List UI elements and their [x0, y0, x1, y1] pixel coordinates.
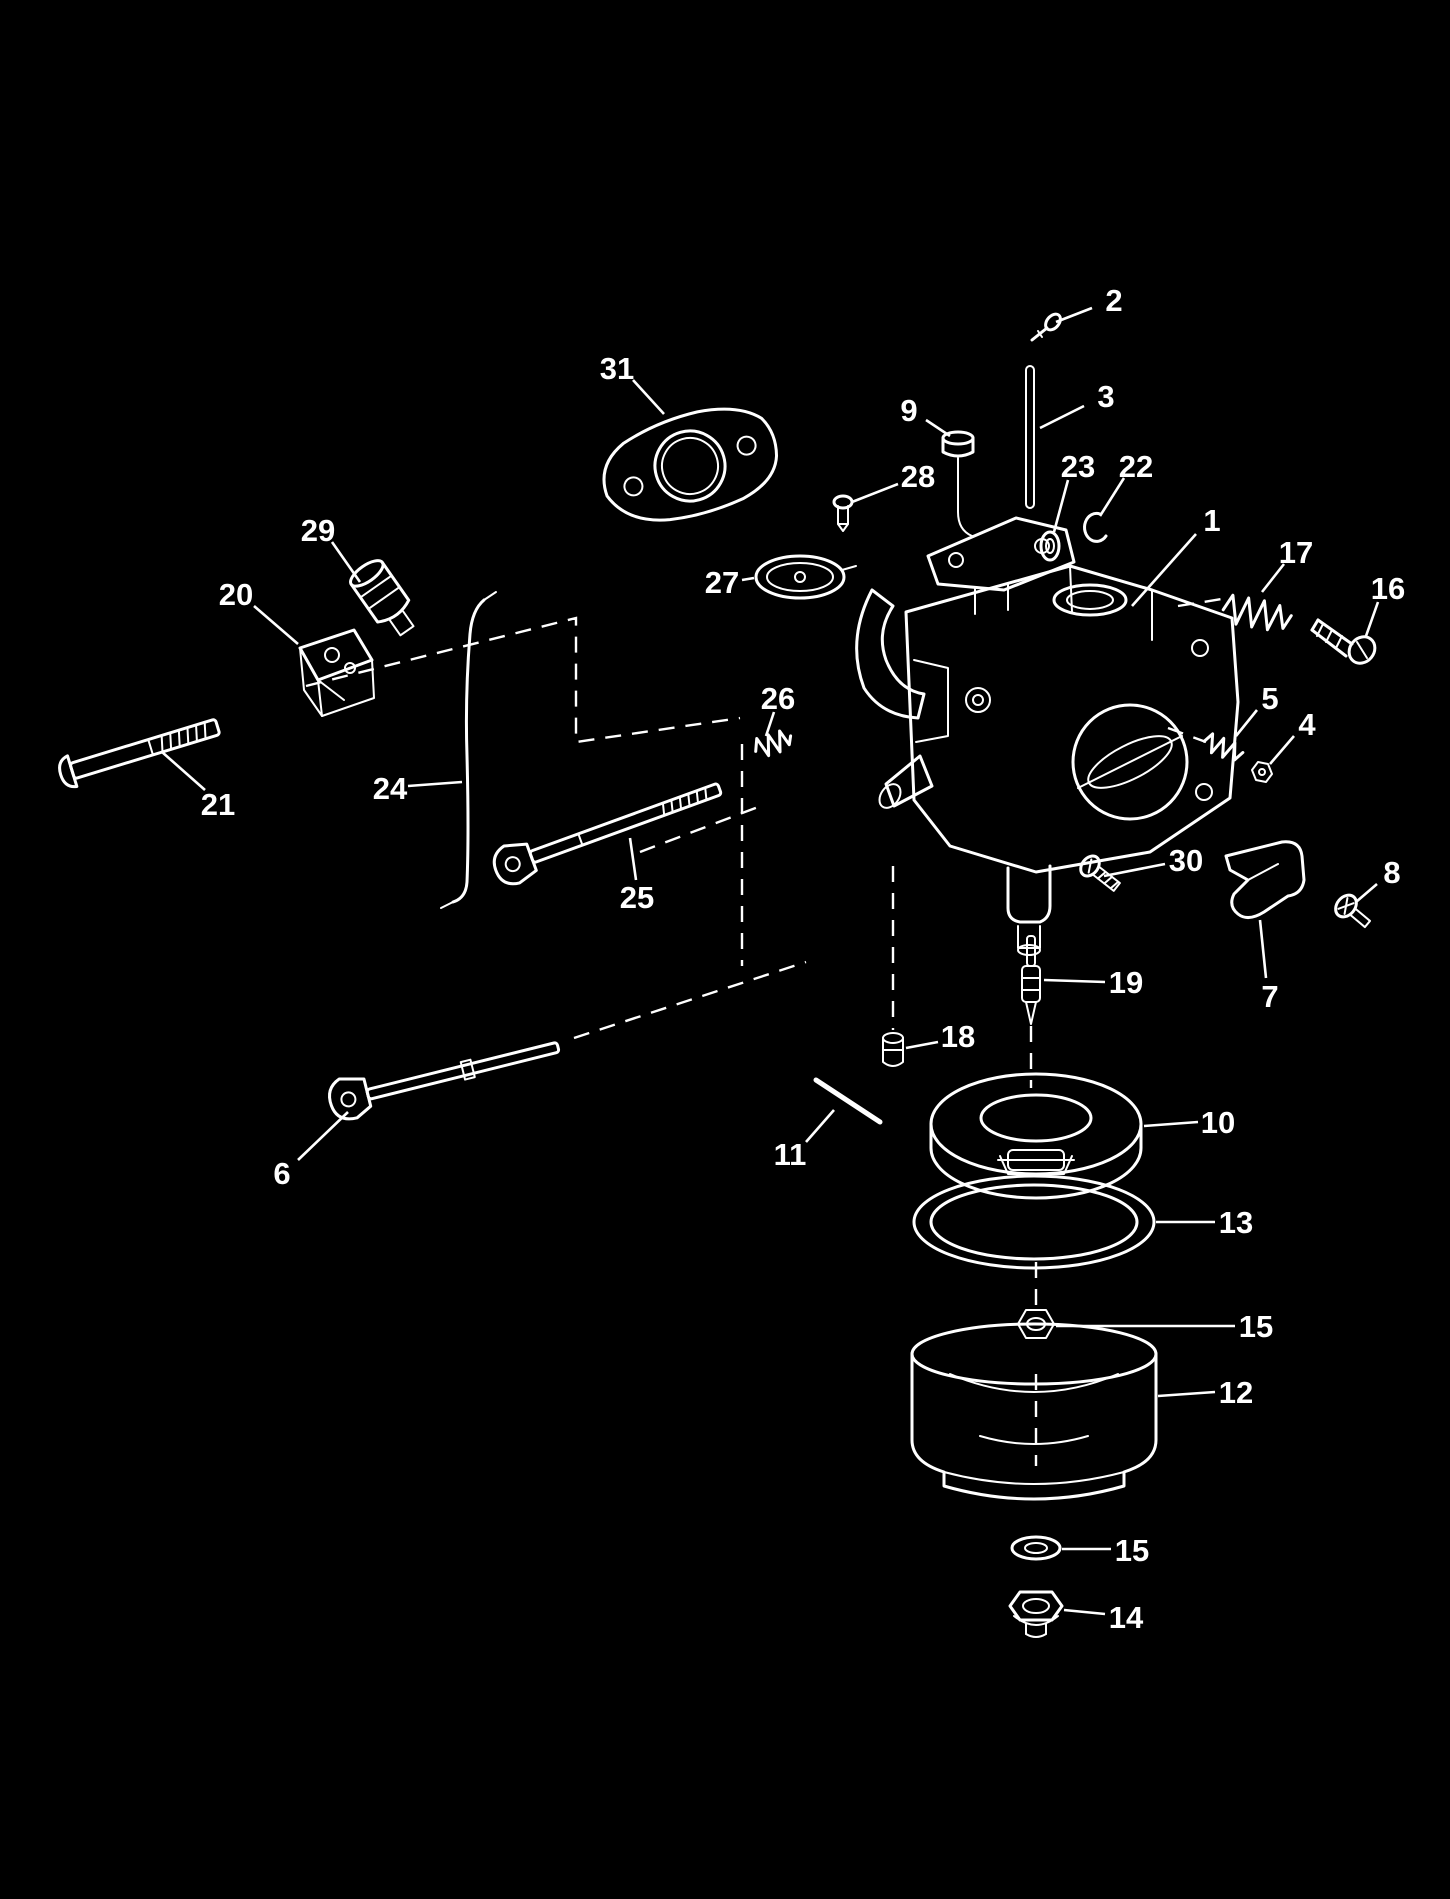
- svg-text:25: 25: [620, 880, 654, 915]
- callout-5: 5: [1234, 681, 1279, 737]
- svg-text:9: 9: [900, 393, 917, 428]
- svg-text:10: 10: [1201, 1105, 1235, 1140]
- part-nut-4: [1251, 761, 1273, 783]
- svg-text:3: 3: [1097, 379, 1114, 414]
- callout-26: 26: [761, 681, 795, 737]
- callout-30: 30: [1103, 843, 1203, 878]
- callout-29: 29: [301, 513, 362, 583]
- part-cap-9: [941, 430, 975, 537]
- svg-text:26: 26: [761, 681, 795, 716]
- callout-24: 24: [373, 771, 463, 806]
- part-link-24: [440, 591, 497, 909]
- callout-25: 25: [620, 837, 654, 915]
- callout-31: 31: [600, 351, 665, 415]
- callout-14: 14: [1063, 1600, 1144, 1635]
- svg-text:24: 24: [373, 771, 408, 806]
- callout-9: 9: [900, 393, 951, 438]
- callout-12: 12: [1157, 1375, 1253, 1410]
- callout-28: 28: [851, 459, 935, 504]
- part-choke-shaft-25: [492, 782, 723, 886]
- part-spring-5: [1202, 732, 1245, 762]
- callout-15-bottom: 15: [1062, 1533, 1149, 1568]
- callout-8: 8: [1355, 855, 1401, 903]
- svg-text:30: 30: [1169, 843, 1203, 878]
- svg-text:21: 21: [201, 787, 235, 822]
- svg-text:12: 12: [1219, 1375, 1253, 1410]
- callout-18: 18: [905, 1019, 975, 1054]
- callout-6: 6: [273, 1111, 349, 1191]
- part-float-10: [929, 1072, 1143, 1200]
- callout-2: 2: [1055, 283, 1123, 324]
- svg-text:27: 27: [705, 565, 739, 600]
- svg-text:4: 4: [1298, 707, 1316, 742]
- part-screw-2: [1030, 312, 1062, 342]
- callout-21: 21: [161, 751, 235, 822]
- part-needle-19: [1021, 935, 1041, 1025]
- callout-27: 27: [705, 565, 755, 600]
- svg-text:19: 19: [1109, 965, 1143, 1000]
- svg-text:15: 15: [1115, 1533, 1149, 1568]
- part-screw-8: [1334, 893, 1372, 929]
- svg-text:8: 8: [1383, 855, 1400, 890]
- part-carburetor-body: [855, 516, 1240, 956]
- part-bolt-14: [1008, 1590, 1064, 1638]
- part-bracket-20: [298, 628, 375, 717]
- part-screw-28: [832, 494, 854, 532]
- part-washer-15-bottom: [1010, 1535, 1062, 1561]
- svg-text:2: 2: [1105, 283, 1122, 318]
- callout-4: 4: [1269, 707, 1316, 765]
- part-plug-18: [882, 1032, 904, 1067]
- alignment-dashed-lines: [305, 597, 1223, 1466]
- part-bowl-gasket-13: [912, 1174, 1156, 1270]
- svg-text:22: 22: [1119, 449, 1153, 484]
- svg-text:31: 31: [600, 351, 634, 386]
- part-diaphragm-27: [754, 554, 857, 600]
- part-screw-30: [1079, 854, 1121, 892]
- callout-3: 3: [1039, 379, 1115, 430]
- callout-17: 17: [1260, 535, 1313, 593]
- part-screw-16: [1310, 618, 1377, 665]
- svg-text:1: 1: [1203, 503, 1220, 538]
- svg-text:23: 23: [1061, 449, 1095, 484]
- callout-10: 10: [1143, 1105, 1235, 1140]
- callout-16: 16: [1364, 571, 1405, 637]
- callout-13: 13: [1156, 1205, 1253, 1240]
- svg-text:29: 29: [301, 513, 335, 548]
- callout-15-top: 15: [1056, 1309, 1273, 1344]
- part-bracket-7: [1224, 840, 1306, 919]
- callout-1: 1: [1131, 503, 1221, 607]
- part-bolt-21: [58, 718, 221, 789]
- svg-text:13: 13: [1219, 1205, 1253, 1240]
- part-rod-3: [1025, 365, 1035, 509]
- svg-text:14: 14: [1109, 1600, 1144, 1635]
- part-spring-26: [754, 729, 793, 758]
- part-spring-17: [1221, 593, 1293, 632]
- svg-text:16: 16: [1371, 571, 1405, 606]
- part-bowl-12: [910, 1322, 1158, 1501]
- svg-text:11: 11: [774, 1137, 807, 1172]
- svg-text:17: 17: [1279, 535, 1313, 570]
- svg-text:15: 15: [1239, 1309, 1273, 1344]
- svg-text:7: 7: [1261, 979, 1278, 1014]
- svg-text:18: 18: [941, 1019, 975, 1054]
- part-throttle-shaft-6: [328, 1041, 561, 1121]
- part-washer-23: [1039, 530, 1061, 562]
- svg-text:5: 5: [1261, 681, 1278, 716]
- part-gasket-31: [602, 407, 779, 522]
- svg-text:28: 28: [901, 459, 935, 494]
- svg-text:6: 6: [273, 1156, 290, 1191]
- callout-11: 11: [774, 1109, 835, 1172]
- part-clip-22: [1083, 511, 1108, 543]
- svg-text:20: 20: [219, 577, 253, 612]
- callout-7: 7: [1258, 919, 1279, 1014]
- callout-23: 23: [1052, 449, 1095, 533]
- callout-20: 20: [219, 577, 299, 645]
- part-float-pin-11: [813, 1077, 883, 1125]
- callout-22: 22: [1098, 449, 1153, 517]
- callout-19: 19: [1043, 965, 1143, 1000]
- part-choke-knob-29: [349, 559, 415, 637]
